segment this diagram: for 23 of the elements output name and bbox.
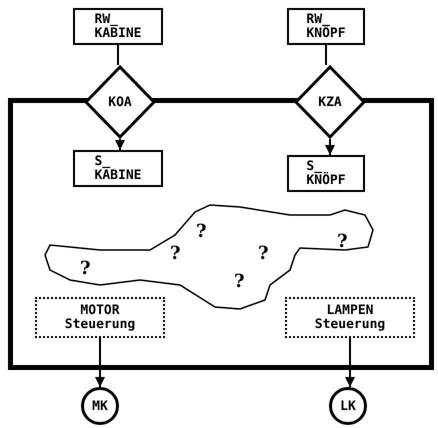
process-box: RW_ KNÖPF (287, 8, 365, 45)
arrow (95, 338, 105, 387)
arrow (115, 139, 125, 150)
dashed-box: LAMPEN Steuerung (285, 297, 415, 338)
question-mark: ? (234, 271, 245, 292)
circle-label: LK (340, 398, 356, 414)
dashed-box: MOTOR Steuerung (35, 297, 165, 338)
question-mark: ? (337, 231, 348, 252)
arrow (325, 139, 335, 155)
frame-box (8, 98, 434, 370)
circle-label: MK (92, 398, 108, 414)
process-box: RW_ KABINE (73, 8, 163, 45)
process-box: S_ KABINE (73, 150, 163, 187)
question-mark: ? (196, 221, 207, 242)
process-box: S_ KNÖPF (287, 155, 365, 192)
question-mark: ? (258, 243, 269, 264)
question-mark: ? (170, 243, 181, 264)
question-mark: ? (80, 258, 91, 279)
connector-line (325, 45, 327, 65)
arrow (345, 338, 355, 387)
diamond-label: KOA (108, 94, 132, 110)
connector-line (117, 45, 119, 65)
diamond-label: KZA (318, 94, 342, 110)
